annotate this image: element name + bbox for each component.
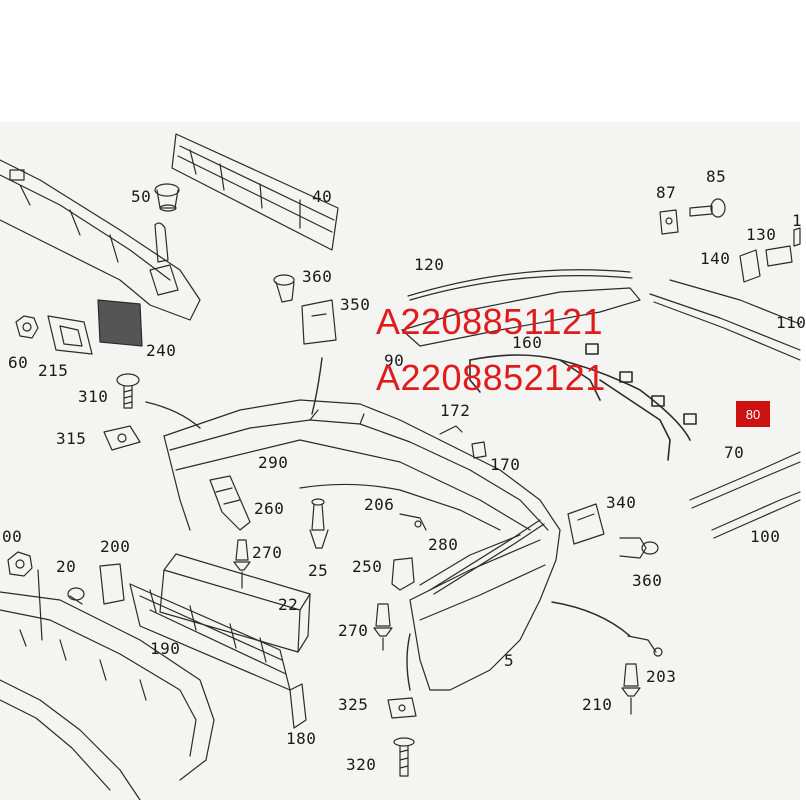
part-70-strip	[690, 452, 800, 508]
callout-315: 315	[56, 429, 87, 448]
part-frame-bracket	[0, 160, 200, 320]
callout-100: 100	[750, 527, 781, 546]
part-280-strip	[430, 520, 544, 594]
callout-25: 25	[308, 561, 329, 580]
callout-130: 130	[746, 225, 777, 244]
callout-20: 20	[56, 557, 77, 576]
part-350-bracket	[302, 300, 336, 344]
callout-190: 190	[150, 639, 181, 658]
leader-lines	[146, 358, 630, 690]
callout-350: 350	[340, 295, 371, 314]
callout-215: 215	[38, 361, 69, 380]
part-lower-reinforcement	[0, 570, 214, 800]
part-315-clip	[104, 426, 140, 450]
part-270-pin-b	[374, 604, 392, 650]
part-240-module	[98, 300, 142, 346]
part-250-bracket	[392, 558, 414, 590]
part-90-reinforcement	[402, 288, 640, 346]
part-320-screw	[394, 738, 414, 776]
part-200-bracket	[100, 564, 124, 604]
callout-40: 40	[312, 187, 333, 206]
callout-240: 240	[146, 341, 177, 360]
part-310-screw	[117, 374, 139, 408]
callout-22: 22	[278, 595, 299, 614]
callout-60: 60	[8, 353, 29, 372]
callout-250: 250	[352, 557, 383, 576]
callout-200: 200	[100, 537, 131, 556]
part-172-hook	[440, 426, 462, 434]
callout-00: 00	[2, 527, 23, 546]
callout-325: 325	[338, 695, 369, 714]
part-203-clip	[628, 636, 662, 656]
callout-110: 110	[776, 313, 806, 332]
part-5-bumper-cover	[164, 400, 560, 690]
part-25-push-pin	[310, 499, 328, 548]
callout-120: 120	[414, 255, 445, 274]
part-85-bolt	[690, 199, 725, 217]
part-140-bracket	[740, 250, 760, 282]
part-360-clip-right	[620, 538, 658, 558]
callout-172: 172	[440, 401, 471, 420]
callout-70: 70	[724, 443, 745, 462]
callout-290: 290	[258, 453, 289, 472]
callout-160: 160	[512, 333, 543, 352]
callout-85: 85	[706, 167, 727, 186]
callout-270-a: 270	[252, 543, 283, 562]
callout-140: 140	[700, 249, 731, 268]
callout-206: 206	[364, 495, 395, 514]
callout-260: 260	[254, 499, 285, 518]
callout-170: 170	[490, 455, 521, 474]
parts-diagram-background	[0, 122, 800, 800]
part-215-plate	[48, 316, 92, 354]
part-number-left: A2208851121	[376, 301, 604, 342]
part-130-cap	[766, 246, 792, 266]
part-60-nut	[16, 316, 38, 338]
part-160-wiring-harness	[470, 344, 696, 460]
part-110-strip	[650, 280, 800, 360]
callout-203: 203	[646, 667, 677, 686]
callout-270-b: 270	[338, 621, 369, 640]
part-360-clip-top	[274, 275, 294, 302]
part-170-clip	[472, 442, 486, 458]
part-00-nut	[8, 552, 32, 576]
part-206-clip	[400, 514, 426, 530]
part-180-bracket	[290, 684, 306, 728]
callout-50: 50	[131, 187, 152, 206]
part-325-clip	[388, 698, 416, 718]
callout-180: 180	[286, 729, 317, 748]
callout-1: 1	[792, 211, 803, 230]
part-120-strip	[408, 270, 632, 300]
part-270-pin-a	[234, 540, 250, 588]
callout-340: 340	[606, 493, 637, 512]
callout-360-top: 360	[302, 267, 333, 286]
callout-90: 90	[384, 351, 405, 370]
part-20-clip	[68, 588, 84, 604]
part-87-nut-plate	[660, 210, 678, 234]
part-100-strip	[712, 492, 800, 538]
part-40-absorber-bar	[172, 134, 338, 250]
part-210-pin	[622, 664, 640, 714]
callout-210: 210	[582, 695, 613, 714]
callout-360-right: 360	[632, 571, 663, 590]
part-340-bracket	[568, 504, 604, 544]
highlight-badge: 80	[736, 401, 770, 427]
part-1-cap	[794, 228, 800, 246]
callout-280: 280	[428, 535, 459, 554]
part-number-right: A2208852121	[376, 357, 606, 398]
part-50-plug	[155, 184, 179, 211]
callout-310: 310	[78, 387, 109, 406]
callout-87: 87	[656, 183, 677, 202]
callout-320: 320	[346, 755, 377, 774]
part-260-bracket	[210, 476, 250, 530]
callout-5: 5	[504, 651, 515, 670]
